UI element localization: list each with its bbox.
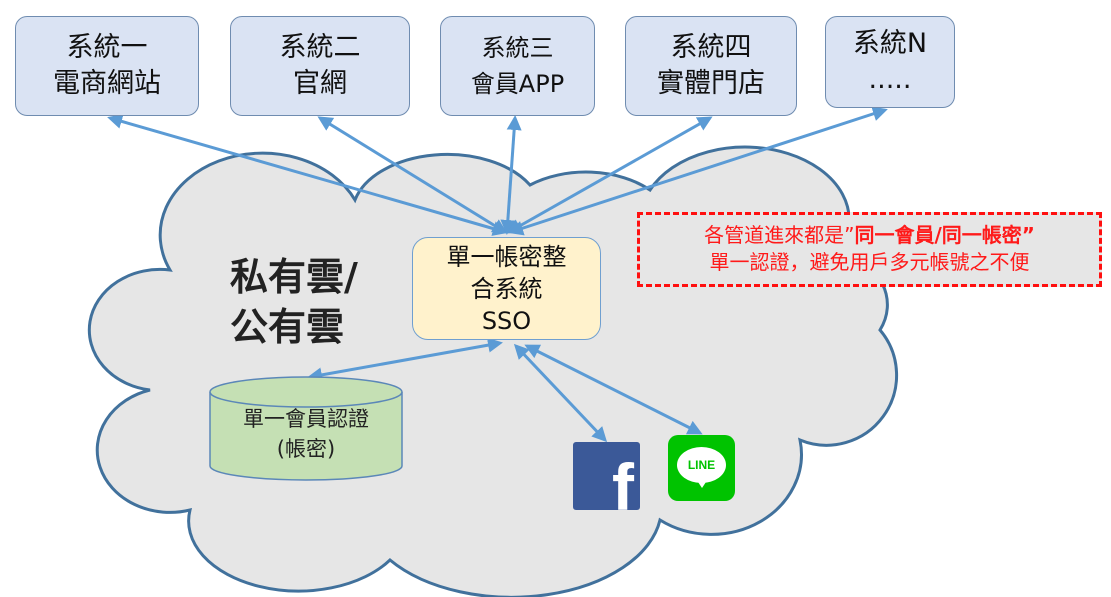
arrow-system-n bbox=[508, 106, 888, 236]
note-line2: 單一認證，避免用戶多元帳號之不便 bbox=[709, 250, 1030, 274]
note-prefix: 各管道進來都是” bbox=[704, 223, 855, 247]
system-4-box: 系統四 實體門店 bbox=[625, 16, 797, 116]
arrow-line bbox=[524, 344, 703, 435]
system-2-title: 系統二 bbox=[279, 32, 361, 63]
system-3-label: 會員APP bbox=[470, 70, 565, 98]
system-n-label: ..... bbox=[868, 64, 912, 95]
system-3-title: 系統三 bbox=[481, 34, 554, 62]
database-cylinder bbox=[209, 376, 403, 481]
sso-line3: SSO bbox=[481, 306, 532, 335]
sso-line2: 合系統 bbox=[470, 274, 543, 303]
system-n-title: 系統N bbox=[852, 28, 928, 59]
cloud-label: 私有雲/ 公有雲 bbox=[230, 252, 358, 352]
note-emphasis: 同一會員/同一帳密” bbox=[854, 223, 1035, 247]
line-label: LINE bbox=[687, 458, 716, 472]
cloud-label-line1: 私有雲/ bbox=[230, 255, 358, 299]
cloud-label-line2: 公有雲 bbox=[230, 305, 345, 349]
system-1-label: 電商網站 bbox=[53, 68, 161, 99]
arrow-system-2 bbox=[317, 116, 508, 234]
system-1-box: 系統一 電商網站 bbox=[15, 16, 199, 116]
database-label-line1: 單一會員認證 bbox=[243, 407, 369, 431]
system-2-box: 系統二 官網 bbox=[230, 16, 410, 116]
line-icon: LINE bbox=[668, 435, 735, 501]
sso-box: 單一帳密整 合系統 SSO bbox=[412, 237, 601, 340]
line-bubble-tail bbox=[696, 479, 708, 488]
arrow-database bbox=[307, 337, 503, 383]
system-3-box: 系統三 會員APP bbox=[440, 16, 595, 116]
line-bubble: LINE bbox=[677, 447, 726, 483]
database-label-line2: (帳密) bbox=[276, 437, 336, 461]
facebook-icon: f bbox=[573, 442, 640, 510]
system-n-box: 系統N ..... bbox=[825, 16, 955, 108]
note-callout: 各管道進來都是”同一會員/同一帳密” 單一認證，避免用戶多元帳號之不便 bbox=[637, 212, 1102, 287]
sso-line1: 單一帳密整 bbox=[446, 242, 567, 271]
system-2-label: 官網 bbox=[293, 68, 347, 99]
database-label: 單一會員認證 (帳密) bbox=[210, 404, 402, 464]
system-1-title: 系統一 bbox=[66, 32, 148, 63]
facebook-glyph: f bbox=[612, 450, 634, 510]
system-4-title: 系統四 bbox=[670, 32, 752, 63]
system-4-label: 實體門店 bbox=[657, 68, 765, 99]
